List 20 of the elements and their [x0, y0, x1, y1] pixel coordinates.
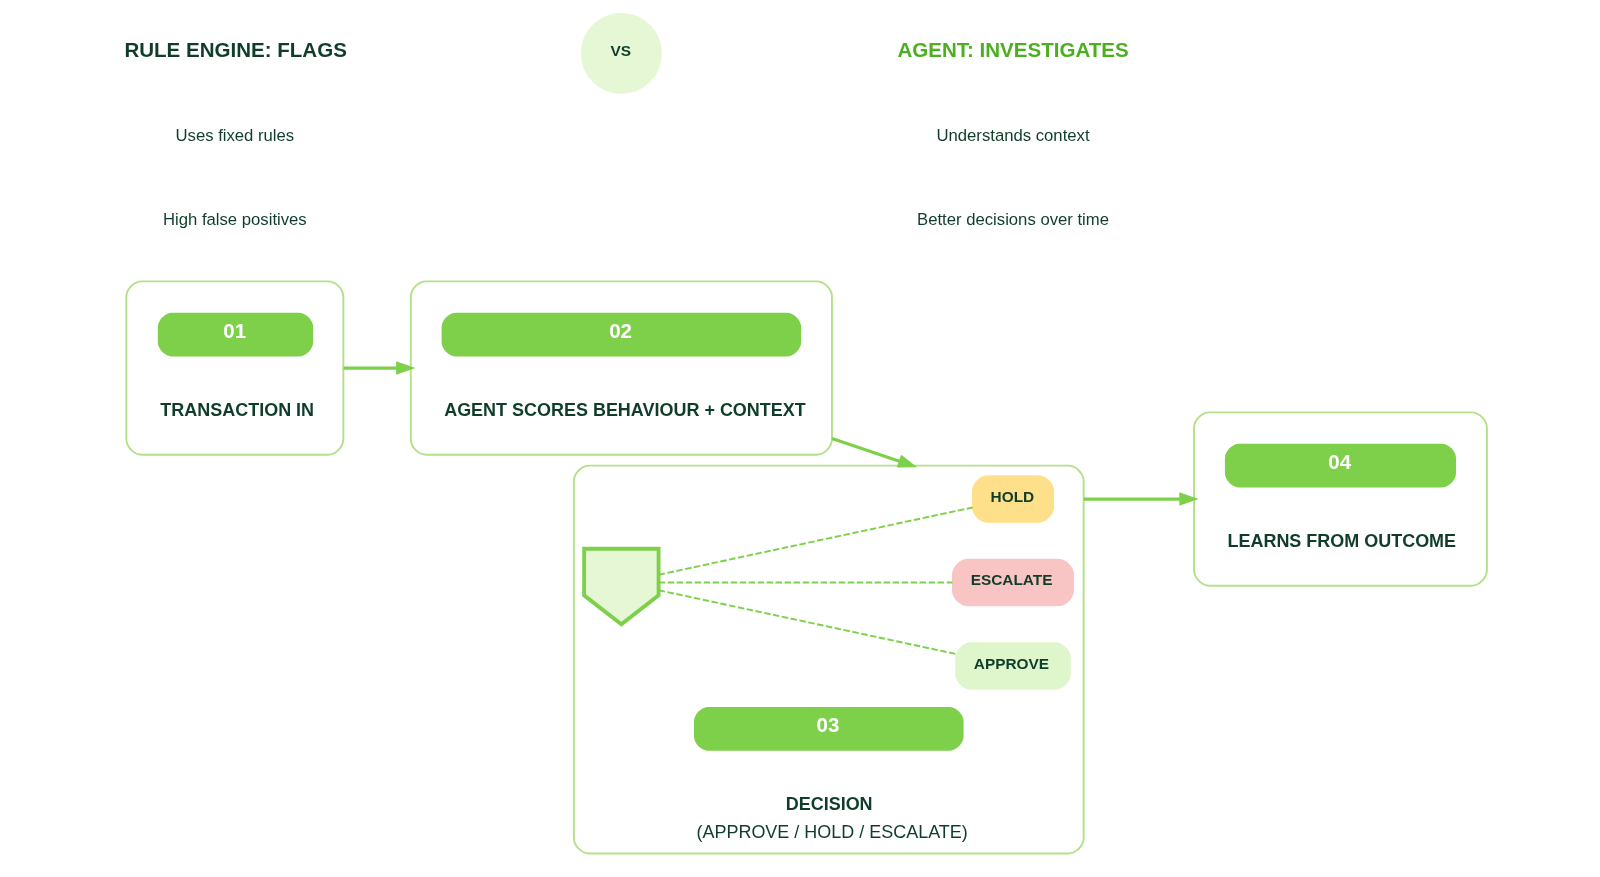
label: Uses fixed rules	[174, 126, 294, 146]
arrow	[1083, 492, 1199, 506]
label: RULE ENGINE: FLAGS	[123, 38, 347, 62]
arrow	[343, 361, 415, 375]
node-box: ESCALATE	[951, 558, 1074, 607]
node-shield	[581, 546, 661, 627]
node-box: 02 AGENT SCORES BEHAVIOUR + CONTEXT	[409, 280, 833, 456]
connector	[657, 506, 974, 576]
label: Understands context	[935, 126, 1090, 146]
label: High false positives	[162, 209, 307, 229]
arrow	[831, 437, 917, 468]
node-box: 04 LEARNS FROM OUTCOME	[1192, 411, 1488, 587]
node-box: 01 TRANSACTION IN	[124, 280, 344, 456]
label: AGENT: INVESTIGATES	[896, 38, 1129, 62]
label: Better decisions over time	[916, 209, 1109, 229]
node-box: HOLD	[971, 475, 1054, 523]
node-circle: VS	[580, 12, 662, 94]
connector	[657, 581, 953, 584]
connector	[657, 589, 956, 655]
node-box: APPROVE	[954, 642, 1071, 690]
